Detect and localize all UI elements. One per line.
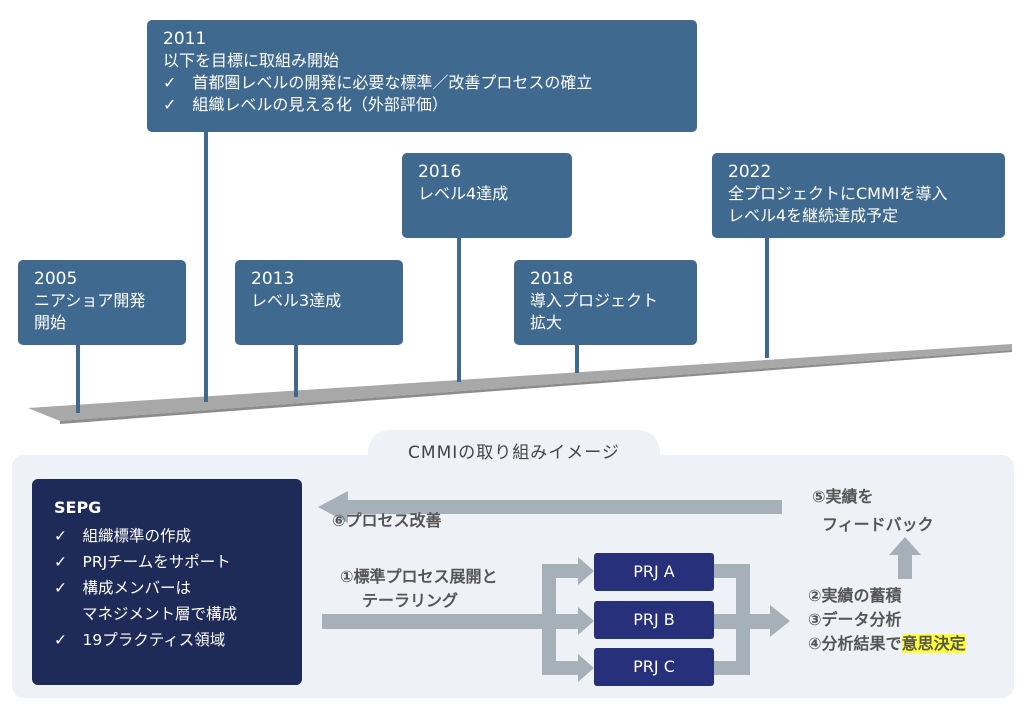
event-year: 2013 [251,269,295,289]
feedback-label-line: フィードバック [822,515,934,534]
event-text: 拡大 [530,313,563,332]
event-text: 以下を目標に取組み開始 [163,51,340,70]
event-text: ニアショア開発 [34,291,146,310]
timeline-stem-2013 [294,343,298,397]
sepg-item: マネジメント層で構成 [82,605,238,623]
results-label: ②実績の蓄積 ③データ分析 ④分析結果で意思決定 [808,584,966,656]
improve-arrow-head [318,491,348,523]
timeline-stem-2005 [76,343,80,413]
event-year: 2005 [34,269,78,289]
timeline-base [28,344,1012,424]
timeline-stem-2016 [457,236,461,382]
event-year: 2016 [418,162,462,182]
event-text: レベル3達成 [251,291,342,310]
timeline-event-2011: 2011 以下を目標に取組み開始 ✓ 首都圏レベルの開発に必要な標準／改善プロセ… [147,20,697,132]
feedback-label: ⑤実績を フィードバック [812,485,934,537]
timeline-event-2013: 2013 レベル3達成 [235,260,403,345]
event-text: レベル4を継続達成予定 [728,206,899,225]
sepg-item: ✓ PRJチームをサポート [54,553,231,571]
timeline-event-2005: 2005 ニアショア開発 開始 [18,260,186,345]
improve-arrow-shaft [346,500,782,514]
event-year: 2018 [530,269,574,289]
feedback-label-line: ⑤実績を [812,487,874,506]
deploy-label-line: ①標準プロセス展開と [340,567,498,586]
timeline-stem-2022 [765,236,769,358]
sepg-box: SEPG ✓ 組織標準の作成 ✓ PRJチームをサポート ✓ 構成メンバーは マ… [32,479,302,685]
deploy-label: ①標準プロセス展開と テーラリング [340,565,498,613]
panel-title: CMMIの取り組みイメージ [408,443,620,463]
arrow-to-results [770,605,790,637]
timeline-stem-2018 [575,343,579,373]
event-text: ✓ 首都圏レベルの開発に必要な標準／改善プロセスの確立 [163,73,593,92]
results-label-line: ②実績の蓄積 [808,586,902,605]
event-text: レベル4達成 [418,184,509,203]
timeline-event-2016: 2016 レベル4達成 [402,153,572,238]
project-box-c: PRJ C [594,648,714,686]
event-text: 全プロジェクトにCMMIを導入 [728,184,948,203]
arrow-to-prj-a [578,557,594,585]
deploy-arrow-shaft [322,614,544,629]
timeline-stem-2011 [204,130,208,402]
project-box-b: PRJ B [594,601,714,639]
panel-title-tab [368,430,660,474]
results-label-line: ③データ分析 [808,610,902,629]
project-box-a: PRJ A [594,553,714,591]
improve-label: ⑥プロセス改善 [332,511,442,530]
arrow-to-prj-c [578,654,594,682]
decision-label: ④分析結果で意思決定 [808,632,966,656]
event-text: ✓ 組織レベルの見える化（外部評価） [163,95,448,114]
sepg-item: ✓ 構成メンバーは [54,579,191,597]
timeline-event-2022: 2022 全プロジェクトにCMMIを導入 レベル4を継続達成予定 [712,153,1005,238]
event-text: 開始 [34,313,67,332]
event-year: 2022 [728,162,772,182]
flow-arrows [318,491,921,682]
decision-highlight: 意思決定 [901,634,966,653]
up-arrow-head [889,537,921,555]
arrow-to-prj-b [578,607,594,635]
sepg-item: ✓ 組織標準の作成 [54,527,191,545]
decision-prefix: ④分析結果で [808,634,902,653]
sepg-heading: SEPG [54,498,102,517]
deploy-label-line: テーラリング [362,591,459,610]
timeline-event-2018: 2018 導入プロジェクト 拡大 [514,260,697,345]
event-text: 導入プロジェクト [530,291,659,310]
sepg-item: ✓ 19プラクティス領域 [54,631,226,649]
event-year: 2011 [163,29,207,49]
up-arrow-shaft [898,553,912,579]
